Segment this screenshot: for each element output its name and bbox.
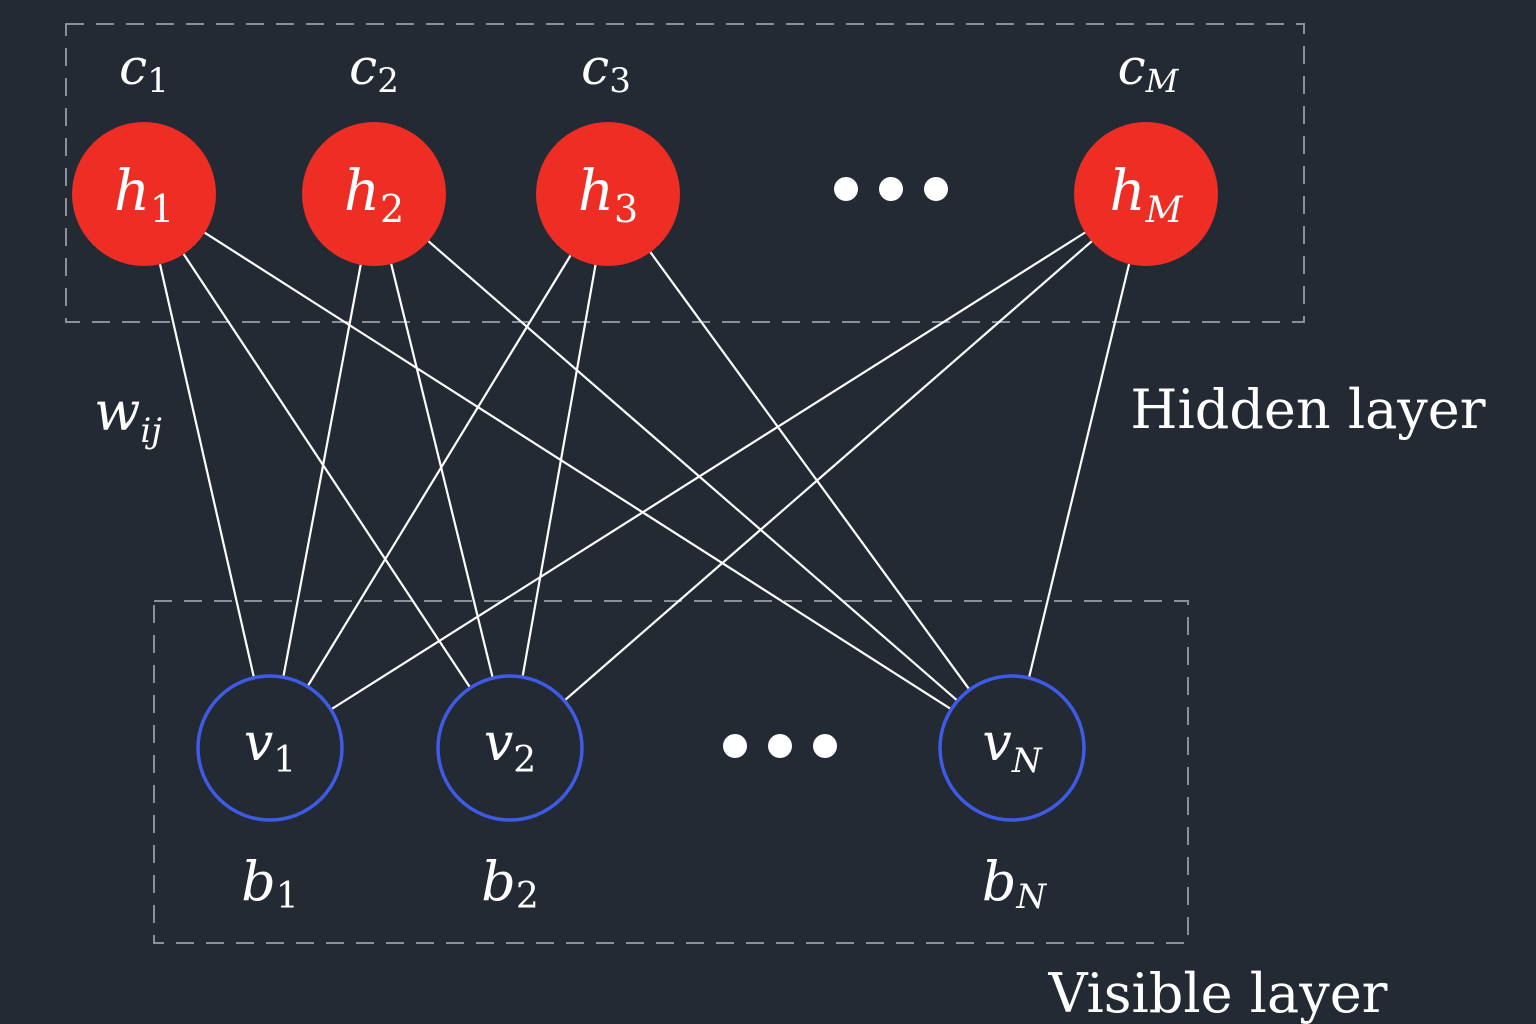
weight-edge-hM-v2: [563, 240, 1093, 702]
hidden-layer-caption: Hidden layer: [1130, 378, 1485, 441]
visible-unit-N-circle: [938, 674, 1086, 822]
weight-edge-h2-v1: [282, 264, 362, 678]
visible-unit-2-label: v2: [484, 713, 536, 781]
hidden-unit-2: h2: [302, 122, 446, 266]
hidden-unit-2-circle: [302, 122, 446, 266]
hidden-unit-1-label: h1: [114, 159, 174, 231]
visible-unit-2-circle: [436, 674, 584, 822]
weight-edge-h1-v2: [182, 253, 472, 689]
visible-unit-N-label: vN: [982, 713, 1042, 781]
hidden-layer-box: [65, 23, 1305, 323]
visible-layer-box: [153, 600, 1189, 944]
weight-edges: [158, 231, 1131, 711]
hidden-bias-M: cM: [1118, 38, 1180, 100]
hidden-unit-1: h1: [72, 122, 216, 266]
hidden-unit-M-label: hM: [1110, 159, 1184, 231]
hidden-bias-1: c1: [119, 38, 169, 101]
hidden-bias-3: c3: [581, 38, 631, 101]
hidden-unit-3-label: h3: [578, 159, 638, 231]
visible-unit-1: v1: [196, 674, 344, 822]
three-dots-icon: [834, 177, 948, 201]
hidden-unit-2-label: h2: [344, 159, 404, 231]
visible-layer-caption: Visible layer: [1047, 962, 1387, 1024]
weight-edge-hM-vN: [1027, 263, 1131, 679]
hidden-unit-M-circle: [1074, 122, 1218, 266]
visible-unit-2: v2: [436, 674, 584, 822]
hidden-bias-2: c2: [349, 38, 399, 101]
weight-edge-h3-v1: [306, 254, 572, 688]
visible-bias-N: bN: [982, 850, 1048, 917]
weight-edge-h2-v2: [390, 263, 494, 679]
weight-edge-h3-v2: [521, 264, 597, 678]
weight-edge-h2-vN: [427, 240, 959, 702]
weight-edge-h3-vN: [649, 251, 971, 691]
weight-edge-h1-v1: [158, 263, 256, 679]
hidden-unit-1-circle: [72, 122, 216, 266]
hidden-unit-M: hM: [1074, 122, 1218, 266]
visible-unit-N: vN: [938, 674, 1086, 822]
weight-edge-h1-vN: [204, 231, 952, 711]
visible-unit-1-label: v1: [244, 713, 296, 781]
visible-bias-1: b1: [241, 850, 298, 917]
hidden-unit-3: h3: [536, 122, 680, 266]
visible-bias-2: b2: [481, 850, 538, 917]
weight-label: wij: [94, 380, 162, 451]
weight-edge-hM-v1: [330, 231, 1086, 711]
three-dots-icon: [723, 734, 837, 758]
visible-unit-1-circle: [196, 674, 344, 822]
hidden-unit-3-circle: [536, 122, 680, 266]
